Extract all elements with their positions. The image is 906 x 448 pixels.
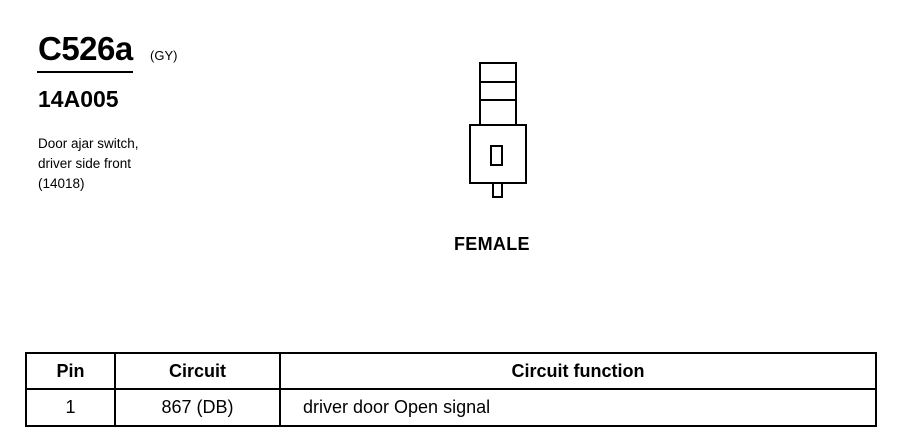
pin-table: Pin Circuit Circuit function 1 867 (DB) … (25, 352, 877, 427)
connector-face-diagram (469, 62, 527, 198)
part-number: 14A005 (38, 86, 119, 112)
description-line: (14018) (38, 176, 85, 191)
connector-latch (479, 62, 517, 126)
circuit-function-cell: driver door Open signal (279, 388, 877, 427)
description-line: Door ajar switch, (38, 136, 139, 151)
column-header-circuit: Circuit (114, 352, 281, 390)
gender-label: FEMALE (454, 234, 530, 254)
table-row: 1 867 (DB) driver door Open signal (25, 388, 877, 427)
pin-cell: 1 (25, 388, 116, 427)
connector-body (469, 124, 527, 184)
title-rule (37, 71, 133, 73)
description: Door ajar switch, driver side front (140… (38, 134, 139, 194)
pin-cavity-1 (490, 145, 503, 166)
connector-id: C526a (38, 30, 133, 67)
column-header-circuit-function: Circuit function (279, 352, 877, 390)
table-header-row: Pin Circuit Circuit function (25, 352, 877, 390)
column-header-pin: Pin (25, 352, 116, 390)
description-line: driver side front (38, 156, 132, 171)
circuit-cell: 867 (DB) (114, 388, 281, 427)
connector-tab (492, 182, 503, 198)
color-code: (GY) (150, 48, 178, 63)
